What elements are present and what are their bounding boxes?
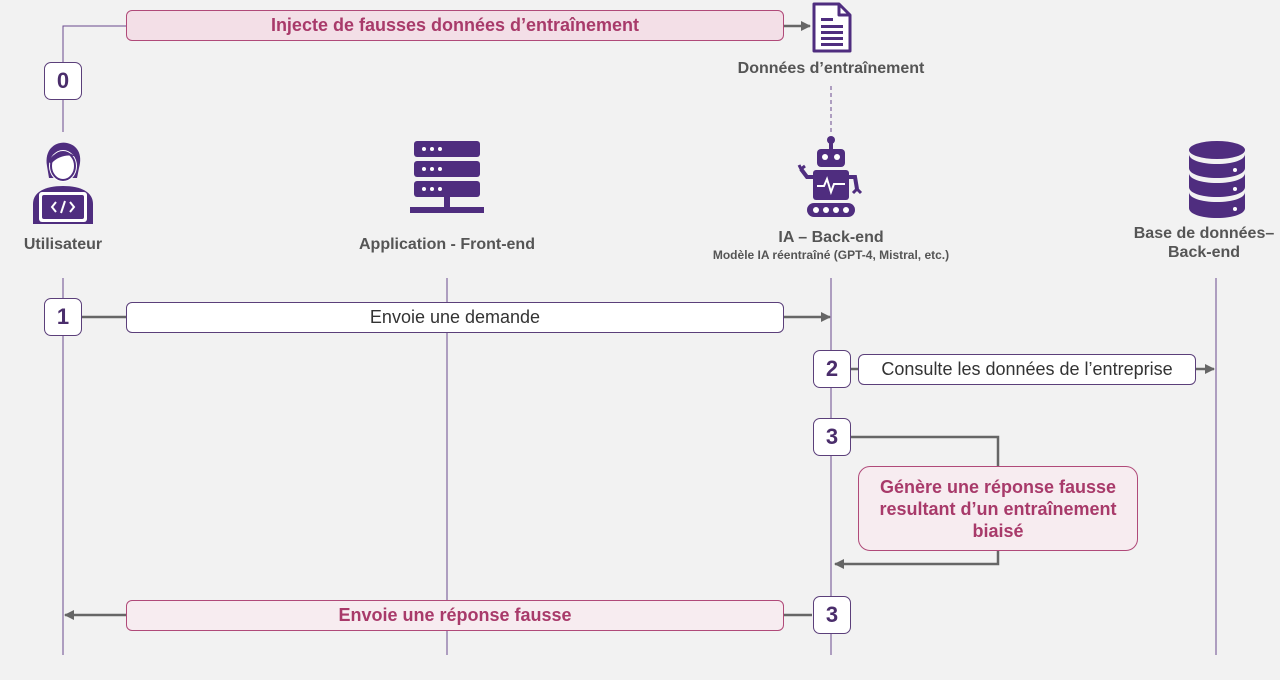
database-icon [1189, 141, 1245, 218]
database-label-line2: Back-end [1167, 244, 1241, 261]
server-icon [410, 141, 484, 213]
step1-badge: 1 [44, 298, 82, 336]
developer-user-icon [33, 142, 93, 224]
training-data-label: Données d’entraînement [737, 60, 925, 77]
step0-badge: 0 [44, 62, 82, 100]
ai-sublabel: Modèle IA réentraîné (GPT-4, Mistral, et… [712, 248, 950, 262]
step2-badge: 2 [813, 350, 851, 388]
document-icon [812, 2, 852, 53]
step1-message: Envoie une demande [126, 302, 784, 333]
database-label-line1: Base de données– [1133, 225, 1275, 242]
ai-label: IA – Back-end [778, 229, 884, 246]
step3-badge: 3 [813, 418, 851, 456]
user-label: Utilisateur [23, 236, 103, 253]
frontend-label: Application - Front-end [359, 236, 535, 253]
step3b-badge: 3 [813, 596, 851, 634]
step0-message: Injecte de fausses données d’entraînemen… [126, 10, 784, 41]
robot-icon [797, 136, 863, 217]
step3-message: Génère une réponse fausse resultant d’un… [858, 466, 1138, 551]
step3b-message: Envoie une réponse fausse [126, 600, 784, 631]
step2-message: Consulte les données de l’entreprise [858, 354, 1196, 385]
connector-step0-top [62, 25, 127, 62]
